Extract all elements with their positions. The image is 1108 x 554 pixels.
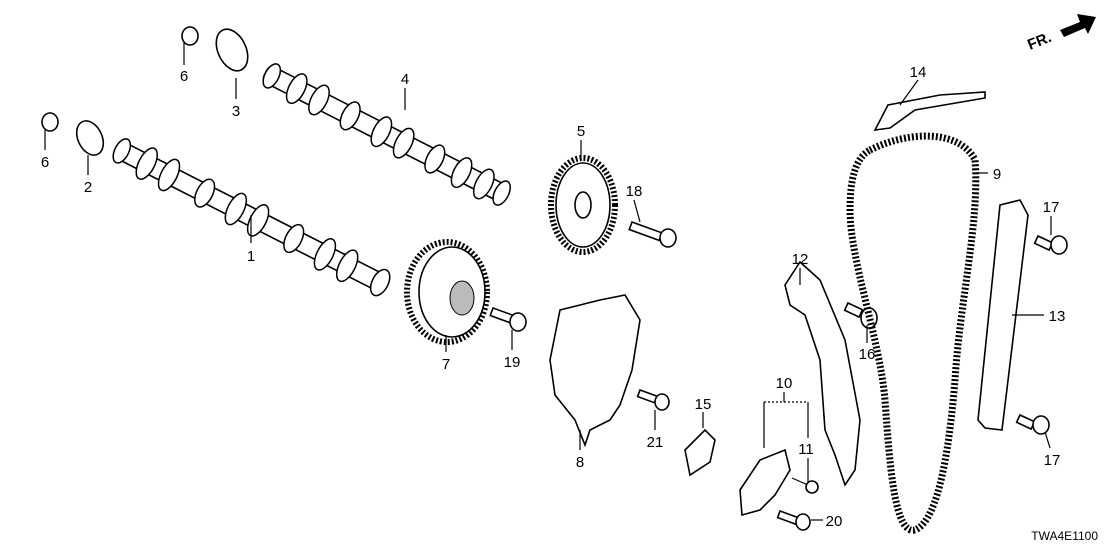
callout-7: 7 (442, 356, 450, 373)
chain-guide (977, 199, 1029, 431)
callout-21: 21 (647, 434, 664, 451)
callout-labels: 1 2 3 4 5 6 6 7 8 9 10 11 12 13 14 15 16… (41, 64, 1066, 530)
callout-18: 18 (626, 183, 643, 200)
callout-6-upper: 6 (180, 68, 188, 85)
callout-17-lower: 17 (1044, 452, 1061, 469)
camshaft-intake (112, 138, 391, 297)
camshaft-exhaust (262, 63, 511, 206)
plug-upper (181, 26, 199, 46)
cam-chain (846, 132, 980, 534)
callout-16: 16 (859, 346, 876, 363)
callout-8: 8 (576, 454, 584, 471)
svg-text:FR.: FR. (1025, 29, 1054, 54)
bolt-18 (628, 220, 677, 248)
callout-15: 15 (695, 396, 712, 413)
plate-15 (684, 428, 716, 477)
callout-12: 12 (792, 251, 809, 268)
chain-case-cover (549, 294, 641, 448)
callout-3: 3 (232, 103, 240, 120)
callout-4: 4 (401, 71, 409, 88)
callout-6-lower: 6 (41, 154, 49, 171)
callout-20: 20 (826, 513, 843, 530)
bolt-20 (776, 509, 811, 531)
front-direction-indicator: FR. (1025, 14, 1096, 54)
callout-2: 2 (84, 179, 92, 196)
callout-10: 10 (776, 375, 793, 392)
camshaft-sprocket (548, 155, 618, 255)
diagram-code: TWA4E1100 (1031, 529, 1098, 543)
plate-lower (75, 120, 105, 156)
callout-14: 14 (910, 64, 927, 81)
callout-9: 9 (993, 166, 1001, 183)
chain-tensioner (739, 448, 791, 517)
callout-17-upper: 17 (1043, 199, 1060, 216)
plate-upper (215, 28, 249, 72)
callout-11: 11 (798, 441, 814, 458)
bolt-17-lower (1015, 413, 1050, 435)
bolt-11 (791, 477, 819, 494)
callout-1: 1 (247, 248, 255, 265)
bolt-17-upper (1033, 234, 1068, 255)
chain-guide-upper (873, 91, 986, 131)
front-arrow-icon (1060, 14, 1096, 37)
tensioner-arm (784, 260, 861, 487)
bolt-19 (489, 306, 527, 332)
callout-5: 5 (577, 123, 585, 140)
plug-lower (41, 112, 59, 132)
callout-19: 19 (504, 354, 521, 371)
vtc-actuator (404, 239, 490, 345)
leader-lines (44, 42, 1052, 521)
bolt-21 (636, 388, 670, 411)
callout-13: 13 (1049, 308, 1066, 325)
